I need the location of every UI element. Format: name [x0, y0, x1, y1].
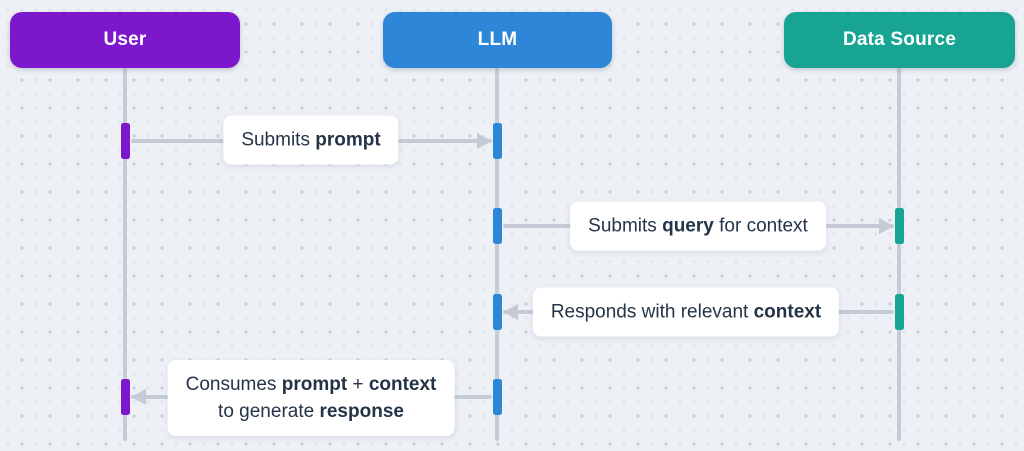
activation-bar-llm	[492, 294, 502, 330]
actor-label: LLM	[477, 29, 518, 50]
message-arrowhead-icon	[476, 133, 492, 149]
activation-bar-user	[120, 123, 130, 159]
lifeline-user	[123, 68, 127, 441]
actor-header-user: User	[10, 12, 240, 68]
message-label: Submits query for context	[570, 201, 826, 251]
lifeline-llm	[495, 68, 499, 441]
actor-header-datasource: Data Source	[784, 12, 1015, 68]
activation-bar-user	[120, 379, 130, 415]
activation-bar-llm	[492, 379, 502, 415]
message-arrowhead-icon	[878, 218, 894, 234]
activation-bar-datasource	[894, 208, 904, 244]
message-label: Responds with relevant context	[532, 287, 840, 337]
actor-label: User	[103, 29, 147, 50]
message-arrowhead-icon	[130, 389, 146, 405]
lifeline-datasource	[897, 68, 901, 441]
actor-header-llm: LLM	[383, 12, 612, 68]
activation-bar-llm	[492, 208, 502, 244]
activation-bar-datasource	[894, 294, 904, 330]
activation-bar-llm	[492, 123, 502, 159]
actor-label: Data Source	[842, 29, 957, 50]
message-arrowhead-icon	[502, 304, 518, 320]
message-label: Submits prompt	[223, 115, 399, 165]
